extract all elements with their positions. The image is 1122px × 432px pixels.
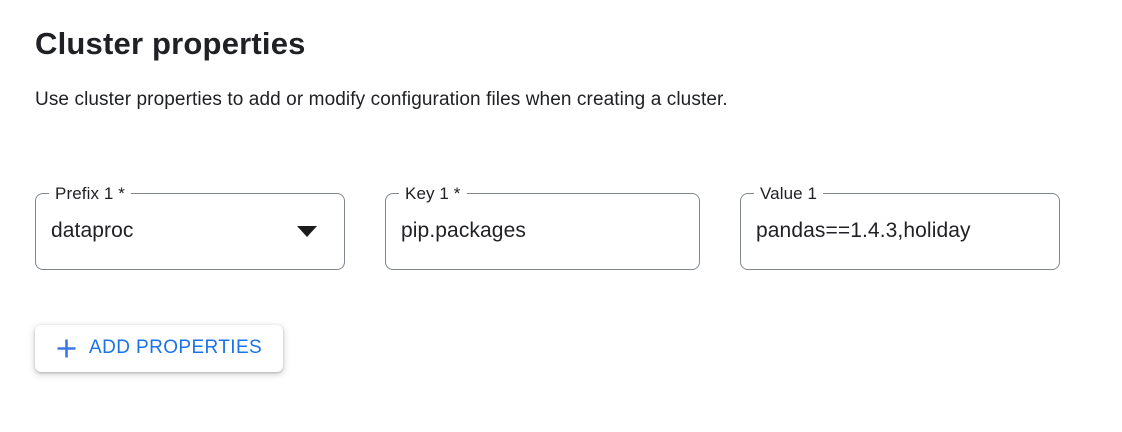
dropdown-arrow-icon[interactable] [297,225,317,237]
page-title: Cluster properties [35,26,306,61]
value-field-label: Value 1 [754,182,824,204]
add-properties-button-label: ADD PROPERTIES [89,337,263,359]
page-description: Use cluster properties to add or modify … [35,88,728,110]
value-input[interactable] [756,219,1044,244]
prefix-select-value: dataproc [51,219,134,243]
cluster-properties-section: Cluster properties Use cluster propertie… [35,26,1087,372]
key-input[interactable] [401,219,684,244]
property-fields-row: Prefix 1 * dataproc Key 1 * Value 1 [35,182,1087,270]
value-field-container: Value 1 [740,182,1060,270]
key-field-container: Key 1 * [385,182,700,270]
plus-icon [56,338,77,359]
prefix-select-label: Prefix 1 * [49,182,131,204]
prefix-select[interactable]: Prefix 1 * dataproc [35,182,345,270]
key-field-label: Key 1 * [399,182,467,204]
add-properties-button[interactable]: ADD PROPERTIES [35,324,284,372]
